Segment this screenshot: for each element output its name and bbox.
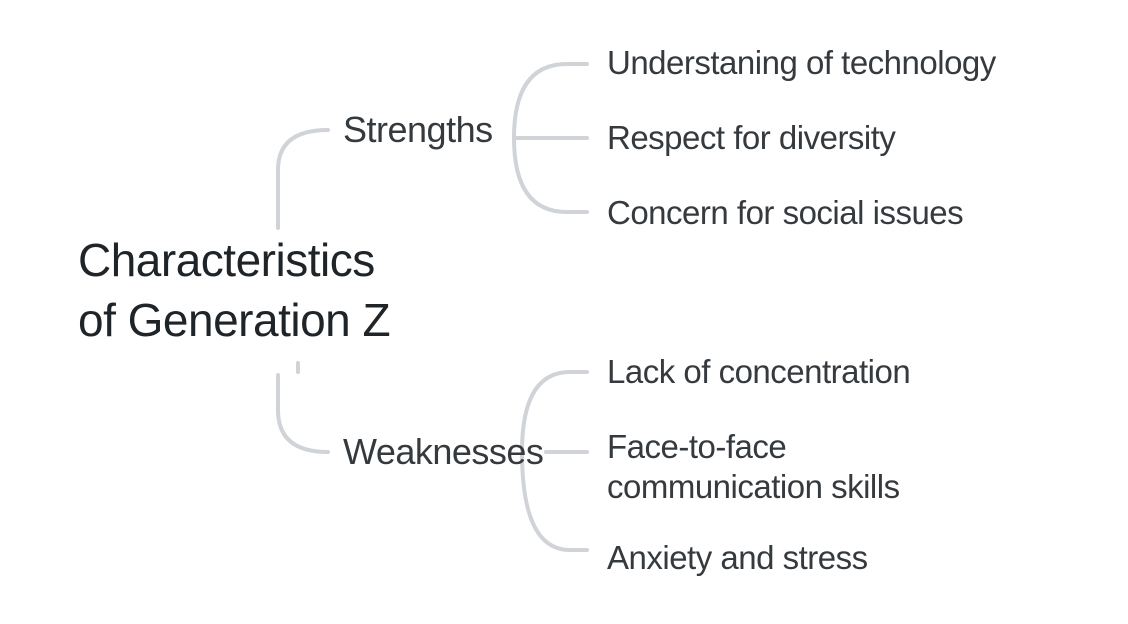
leaf-concern-social-issues: Concern for social issues [607, 194, 964, 231]
root-line-2: of Generation Z [78, 294, 391, 346]
connector-root-weaknesses [276, 373, 330, 454]
branch-weaknesses: Weaknesses [343, 431, 544, 472]
connector-weaknesses-child-1 [520, 370, 589, 454]
leaf-face-to-face-line-1: Face-to-face [607, 428, 787, 465]
connector-root-strengths [276, 128, 330, 230]
connector-weaknesses-child-3 [520, 450, 589, 552]
root-line-1: Characteristics [78, 234, 375, 286]
leaf-face-to-face-line-2: communication skills [607, 468, 900, 505]
leaf-lack-concentration: Lack of concentration [607, 353, 911, 390]
leaf-anxiety-stress: Anxiety and stress [607, 539, 868, 576]
leaf-face-to-face-skills: Face-to-face communication skills [607, 427, 900, 507]
root-node: Characteristics of Generation Z [78, 230, 391, 350]
branch-strengths: Strengths [343, 109, 493, 150]
connector-strengths-child-3 [512, 136, 589, 214]
leaf-respect-diversity: Respect for diversity [607, 119, 896, 156]
leaf-understanding-technology: Understaning of technology [607, 44, 996, 81]
connector-strengths-child-1 [512, 62, 589, 140]
